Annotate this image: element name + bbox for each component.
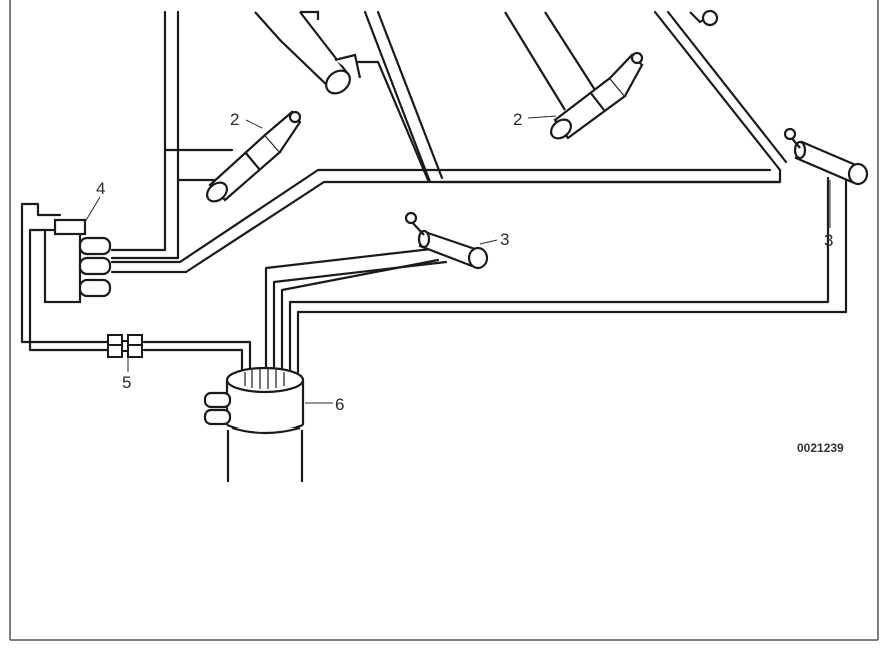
- valve-block-4: [43, 218, 112, 304]
- figure-id: 0021239: [797, 441, 844, 455]
- callout-3-middle: 3: [500, 230, 509, 249]
- callout-5: 5: [122, 373, 131, 392]
- callout-3-right: 3: [824, 231, 833, 250]
- callout-2-right: 2: [513, 110, 522, 129]
- cylinder-2-left: [206, 110, 302, 203]
- callout-4: 4: [96, 179, 105, 198]
- cylinder-3-right: [783, 127, 869, 186]
- diagram-frame: [9, 0, 879, 641]
- upper-right-part: [689, 9, 719, 27]
- pump-reservoir-6: [203, 366, 305, 482]
- upper-mechanism: [254, 10, 362, 95]
- hydraulic-lines: [20, 10, 848, 387]
- cylinder-2-right: [504, 11, 644, 140]
- connectors-5: [107, 334, 143, 358]
- leader-lines: [84, 115, 831, 404]
- callout-labels: 2 2 3 3 4 5 6: [96, 110, 833, 414]
- callout-2-left: 2: [230, 110, 239, 129]
- cylinder-3-middle: [404, 211, 489, 270]
- callout-6: 6: [335, 395, 344, 414]
